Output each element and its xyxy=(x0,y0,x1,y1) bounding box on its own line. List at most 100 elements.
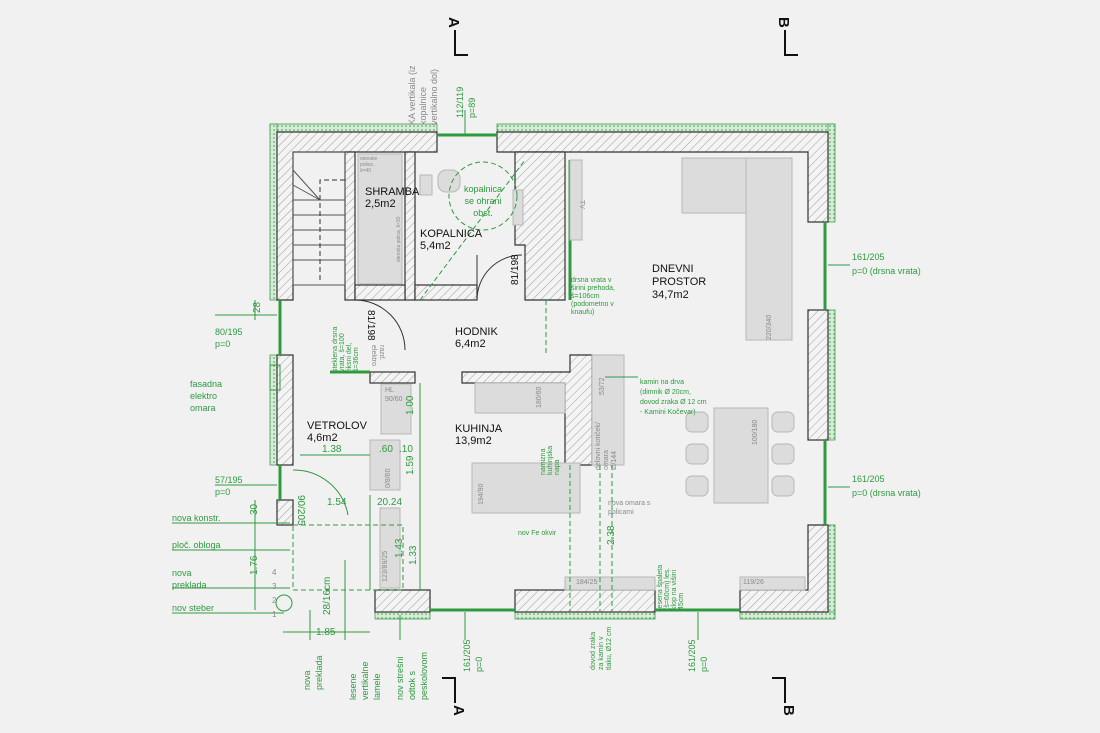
plan-label: A xyxy=(445,17,462,28)
plan-label: 81/198 xyxy=(510,254,521,285)
plan-label: p=0 xyxy=(474,657,484,672)
plan-label: 53/72 xyxy=(599,377,606,395)
plan-label: knaufu) xyxy=(571,309,594,316)
room-labels: SHRAMBA 2,5m2 KOPALNICA 5,4m2 HODNIK 6,4… xyxy=(307,186,706,447)
room-kopalnica: KOPALNICA xyxy=(420,228,483,240)
plan-label: elektro xyxy=(370,345,377,366)
plan-label: napa xyxy=(554,459,561,475)
plan-label: dovod zraka Ø 12 cm xyxy=(640,399,707,406)
plan-label: (podometno v xyxy=(571,301,614,308)
construction-lines xyxy=(172,110,850,640)
plan-label: police, xyxy=(360,162,374,168)
plan-label: vertikalne xyxy=(360,661,370,700)
chairs xyxy=(685,411,795,497)
shelf-119 xyxy=(739,576,806,591)
plan-label: kuhinjska xyxy=(547,446,554,475)
plan-label: B xyxy=(780,705,797,716)
plan-label: 1.43 xyxy=(394,538,405,558)
plan-label: 5,4m2 xyxy=(420,240,451,252)
plan-label: 2,5m2 xyxy=(365,198,396,210)
plan-label: 180/60 xyxy=(536,386,543,408)
plan-label: 194/90 xyxy=(478,483,485,505)
plan-label: nov Fe okvir xyxy=(518,530,557,537)
plan-label: se ohrani xyxy=(464,196,501,206)
plan-label: odtok s xyxy=(407,670,417,700)
plan-label: .60 xyxy=(379,444,393,455)
section-marker-a-bottom: A xyxy=(442,677,467,716)
plan-label: 4,6m2 xyxy=(307,432,338,444)
entry-cabinet xyxy=(369,439,401,491)
plan-label: 1.59 xyxy=(405,455,416,475)
shramba-shelves xyxy=(357,153,403,285)
plan-label: dovod zraka xyxy=(590,632,597,670)
plan-label: TV xyxy=(578,200,585,209)
bath-sink xyxy=(512,189,524,226)
room-kuhinja: KUHINJA xyxy=(455,423,503,435)
kitchen-counter xyxy=(474,382,566,414)
sofa-l xyxy=(745,157,793,341)
plan-label: vrata, š=100 xyxy=(339,333,346,372)
plan-label: š=40 xyxy=(360,168,371,174)
plan-label: p=89 xyxy=(467,98,477,118)
plan-label: 161/205 xyxy=(462,639,472,672)
plan-label: 0/8/60 xyxy=(385,468,392,488)
plan-label: delovni kotiček/ xyxy=(595,422,602,470)
plan-label: 4 xyxy=(272,568,277,577)
section-marker-a-top: A xyxy=(445,17,468,56)
plan-label: 57/195 xyxy=(215,475,243,485)
plan-label: 100/180 xyxy=(752,420,759,445)
plan-label: kopalnica xyxy=(464,184,502,194)
exterior-insulation xyxy=(269,123,836,620)
plan-label: 161/205 xyxy=(852,252,885,262)
plan-label: 220/340 xyxy=(766,315,773,340)
plan-label: fasadna xyxy=(190,379,222,389)
room-shramba: SHRAMBA xyxy=(365,186,420,198)
door-swing-vetrolov xyxy=(292,469,349,516)
tv-unit xyxy=(569,159,583,241)
plan-label: 161/205 xyxy=(852,474,885,484)
section-marker-b-top: B xyxy=(775,17,798,56)
plan-label: 34,7m2 xyxy=(652,289,689,301)
plan-label: razd. xyxy=(378,345,385,361)
plan-label: preklada xyxy=(314,655,324,690)
toilet xyxy=(437,169,461,193)
plan-label: š=36cm xyxy=(353,347,360,372)
plan-label: p=0 (drsna vrata) xyxy=(852,266,921,276)
plan-label: širini prehoda, xyxy=(571,285,615,292)
plan-label: 90/205 xyxy=(295,495,306,526)
plan-label: š=106cm xyxy=(571,293,600,300)
plan-label: 1.54 xyxy=(327,497,347,508)
plan-label: vertikalno dol) xyxy=(429,69,439,125)
plan-label: stenska polica, š=30 xyxy=(396,216,402,262)
furniture xyxy=(357,153,806,591)
door-swing-bath xyxy=(476,254,523,301)
plan-label: klop na višini xyxy=(671,569,678,610)
plan-label: omara xyxy=(190,403,216,413)
plan-label: 184/25 xyxy=(576,579,598,586)
plan-label: 81/198 xyxy=(365,310,376,341)
furniture-labels: 220/340 100/180 180/60 194/90 53/72 184/… xyxy=(382,315,773,586)
plan-label: (dimnik Ø 20cm, xyxy=(640,389,691,396)
plan-label: p=0 xyxy=(699,657,709,672)
plan-label: za kamin v xyxy=(598,636,605,670)
plan-label: 90/60 xyxy=(385,396,403,403)
kitchen-island xyxy=(471,462,581,514)
plan-label: nova omara s xyxy=(608,500,651,507)
plan-label: 1 xyxy=(272,610,277,619)
section-marker-b-bottom: B xyxy=(772,677,797,716)
plan-label: 2.38 xyxy=(606,525,617,545)
plan-label: 28 xyxy=(252,301,263,313)
plan-label: 1.85 xyxy=(316,627,336,638)
plan-label: - Kamini Kočevar) xyxy=(640,409,696,416)
plan-label: steklena drsna xyxy=(332,326,339,372)
plan-label: 112/119 xyxy=(455,87,465,118)
shelf-184 xyxy=(564,576,656,591)
plan-label: 80/195 xyxy=(215,327,243,337)
plan-label: PROSTOR xyxy=(652,276,706,288)
plan-label: .10 xyxy=(399,444,413,455)
plan-label: lamele xyxy=(372,673,382,700)
plan-label: nov steber xyxy=(172,603,214,613)
